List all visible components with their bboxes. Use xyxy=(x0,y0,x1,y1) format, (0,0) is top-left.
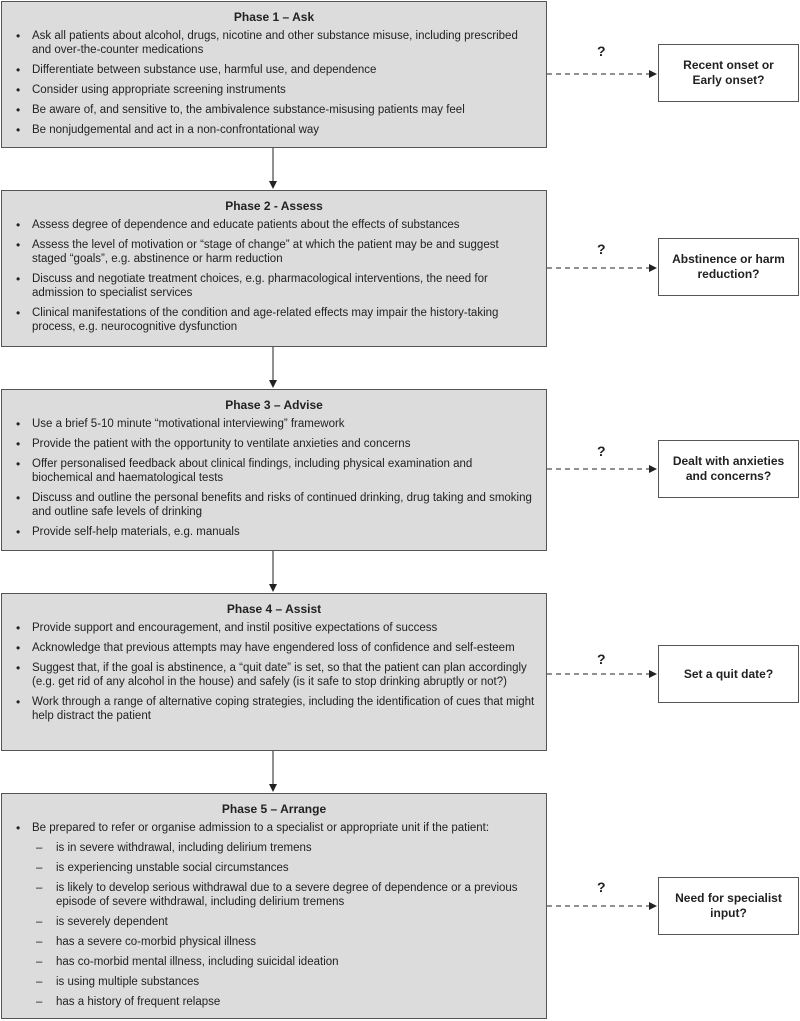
phase-2-question-box: Abstinence or harm reduction? xyxy=(658,238,799,296)
phase-4-title: Phase 4 – Assist xyxy=(226,602,322,616)
phase-1-question-mark: ? xyxy=(597,43,606,59)
phase-5-question-mark: ? xyxy=(597,879,606,895)
phase-1-item: Ask all patients about alcohol, drugs, n… xyxy=(12,29,536,57)
phase-3-list: Use a brief 5-10 minute “motivational in… xyxy=(12,417,536,539)
phase-4-box: Phase 4 – Assist Provide support and enc… xyxy=(1,593,547,751)
phase-5-subitem: is likely to develop serious withdrawal … xyxy=(12,881,536,909)
phase-3-item: Provide the patient with the opportunity… xyxy=(12,437,536,451)
phase-2-question-mark: ? xyxy=(597,241,606,257)
phase-4-list: Provide support and encouragement, and i… xyxy=(12,621,536,723)
phase-3-title: Phase 3 – Advise xyxy=(225,398,323,412)
phase-1-question-box: Recent onset or Early onset? xyxy=(658,44,799,102)
phase-5-box: Phase 5 – Arrange Be prepared to refer o… xyxy=(1,793,547,1019)
phase-2-title: Phase 2 - Assess xyxy=(225,199,323,213)
phase-3-question-box: Dealt with anxieties and concerns? xyxy=(658,440,799,498)
phase-5-question-box: Need for specialist input? xyxy=(658,877,799,935)
phase-3-box: Phase 3 – Advise Use a brief 5-10 minute… xyxy=(1,389,547,551)
phase-4-question-box: Set a quit date? xyxy=(658,645,799,703)
phase-4-question-mark: ? xyxy=(597,651,606,667)
phase-1-item: Differentiate between substance use, har… xyxy=(12,63,536,77)
phase-2-list: Assess degree of dependence and educate … xyxy=(12,218,536,334)
phase-5-title: Phase 5 – Arrange xyxy=(221,802,327,816)
phase-2-item: Assess degree of dependence and educate … xyxy=(12,218,536,232)
phase-3-item: Provide self-help materials, e.g. manual… xyxy=(12,525,536,539)
phase-4-item: Work through a range of alternative copi… xyxy=(12,695,536,723)
phase-1-box: Phase 1 – Ask Ask all patients about alc… xyxy=(1,1,547,148)
phase-2-item: Clinical manifestations of the condition… xyxy=(12,306,536,334)
phase-5-list: Be prepared to refer or organise admissi… xyxy=(12,821,536,1009)
phase-4-item: Suggest that, if the goal is abstinence,… xyxy=(12,661,536,689)
phase-3-question-mark: ? xyxy=(597,443,606,459)
phase-3-item: Discuss and outline the personal benefit… xyxy=(12,491,536,519)
phase-5-subitem: is severely dependent xyxy=(12,915,536,929)
phase-1-item: Consider using appropriate screening ins… xyxy=(12,83,536,97)
phase-3-item: Use a brief 5-10 minute “motivational in… xyxy=(12,417,536,431)
phase-5-item: Be prepared to refer or organise admissi… xyxy=(12,821,536,835)
phase-2-item: Discuss and negotiate treatment choices,… xyxy=(12,272,536,300)
phase-5-subitem: has co-morbid mental illness, including … xyxy=(12,955,536,969)
phase-5-subitem: has a severe co-morbid physical illness xyxy=(12,935,536,949)
phase-5-subitem: is using multiple substances xyxy=(12,975,536,989)
phase-1-list: Ask all patients about alcohol, drugs, n… xyxy=(12,29,536,137)
phase-2-item: Assess the level of motivation or “stage… xyxy=(12,238,536,266)
phase-4-item: Acknowledge that previous attempts may h… xyxy=(12,641,536,655)
phase-1-item: Be nonjudgemental and act in a non-confr… xyxy=(12,123,536,137)
phase-5-subitem: is in severe withdrawal, including delir… xyxy=(12,841,536,855)
phase-1-title: Phase 1 – Ask xyxy=(233,10,315,24)
phase-5-subitem: is experiencing unstable social circumst… xyxy=(12,861,536,875)
phase-3-item: Offer personalised feedback about clinic… xyxy=(12,457,536,485)
phase-5-subitem: has a history of frequent relapse xyxy=(12,995,536,1009)
phase-1-item: Be aware of, and sensitive to, the ambiv… xyxy=(12,103,536,117)
phase-2-box: Phase 2 - Assess Assess degree of depend… xyxy=(1,190,547,347)
phase-4-item: Provide support and encouragement, and i… xyxy=(12,621,536,635)
